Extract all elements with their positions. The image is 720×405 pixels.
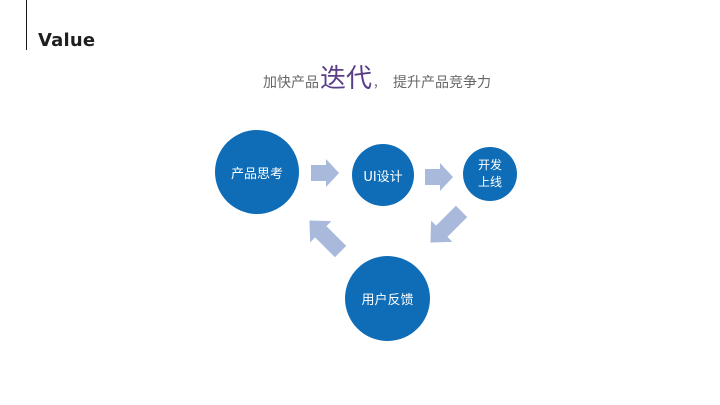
subtitle-post: 提升产品竞争力 xyxy=(393,75,492,91)
node-ui-design-label: UI设计 xyxy=(363,169,403,185)
node-user-feedback-label: 用户反馈 xyxy=(361,293,414,308)
node-product-thinking: 产品思考 xyxy=(215,130,299,214)
arrow-ui-to-dev xyxy=(425,163,453,191)
title-accent-line xyxy=(26,0,27,50)
subtitle-pre: 加快产品 xyxy=(262,75,319,91)
node-ui-design: UI设计 xyxy=(352,144,414,206)
subtitle-emphasis: 迭代 xyxy=(319,64,372,94)
node-dev-launch: 开发上线 xyxy=(463,147,517,201)
node-dev-launch-label: 开发上线 xyxy=(477,158,502,189)
slide-title: Value xyxy=(38,30,96,51)
arrow-feedback-to-think xyxy=(309,220,347,258)
subtitle-comma: ， xyxy=(373,76,386,90)
node-product-thinking-label: 产品思考 xyxy=(230,166,283,182)
slide-subtitle: 加快产品迭代， 提升产品竞争力 xyxy=(0,58,720,95)
arrow-dev-to-feedback xyxy=(430,205,468,243)
node-user-feedback: 用户反馈 xyxy=(345,256,430,341)
arrow-think-to-ui xyxy=(311,159,339,187)
